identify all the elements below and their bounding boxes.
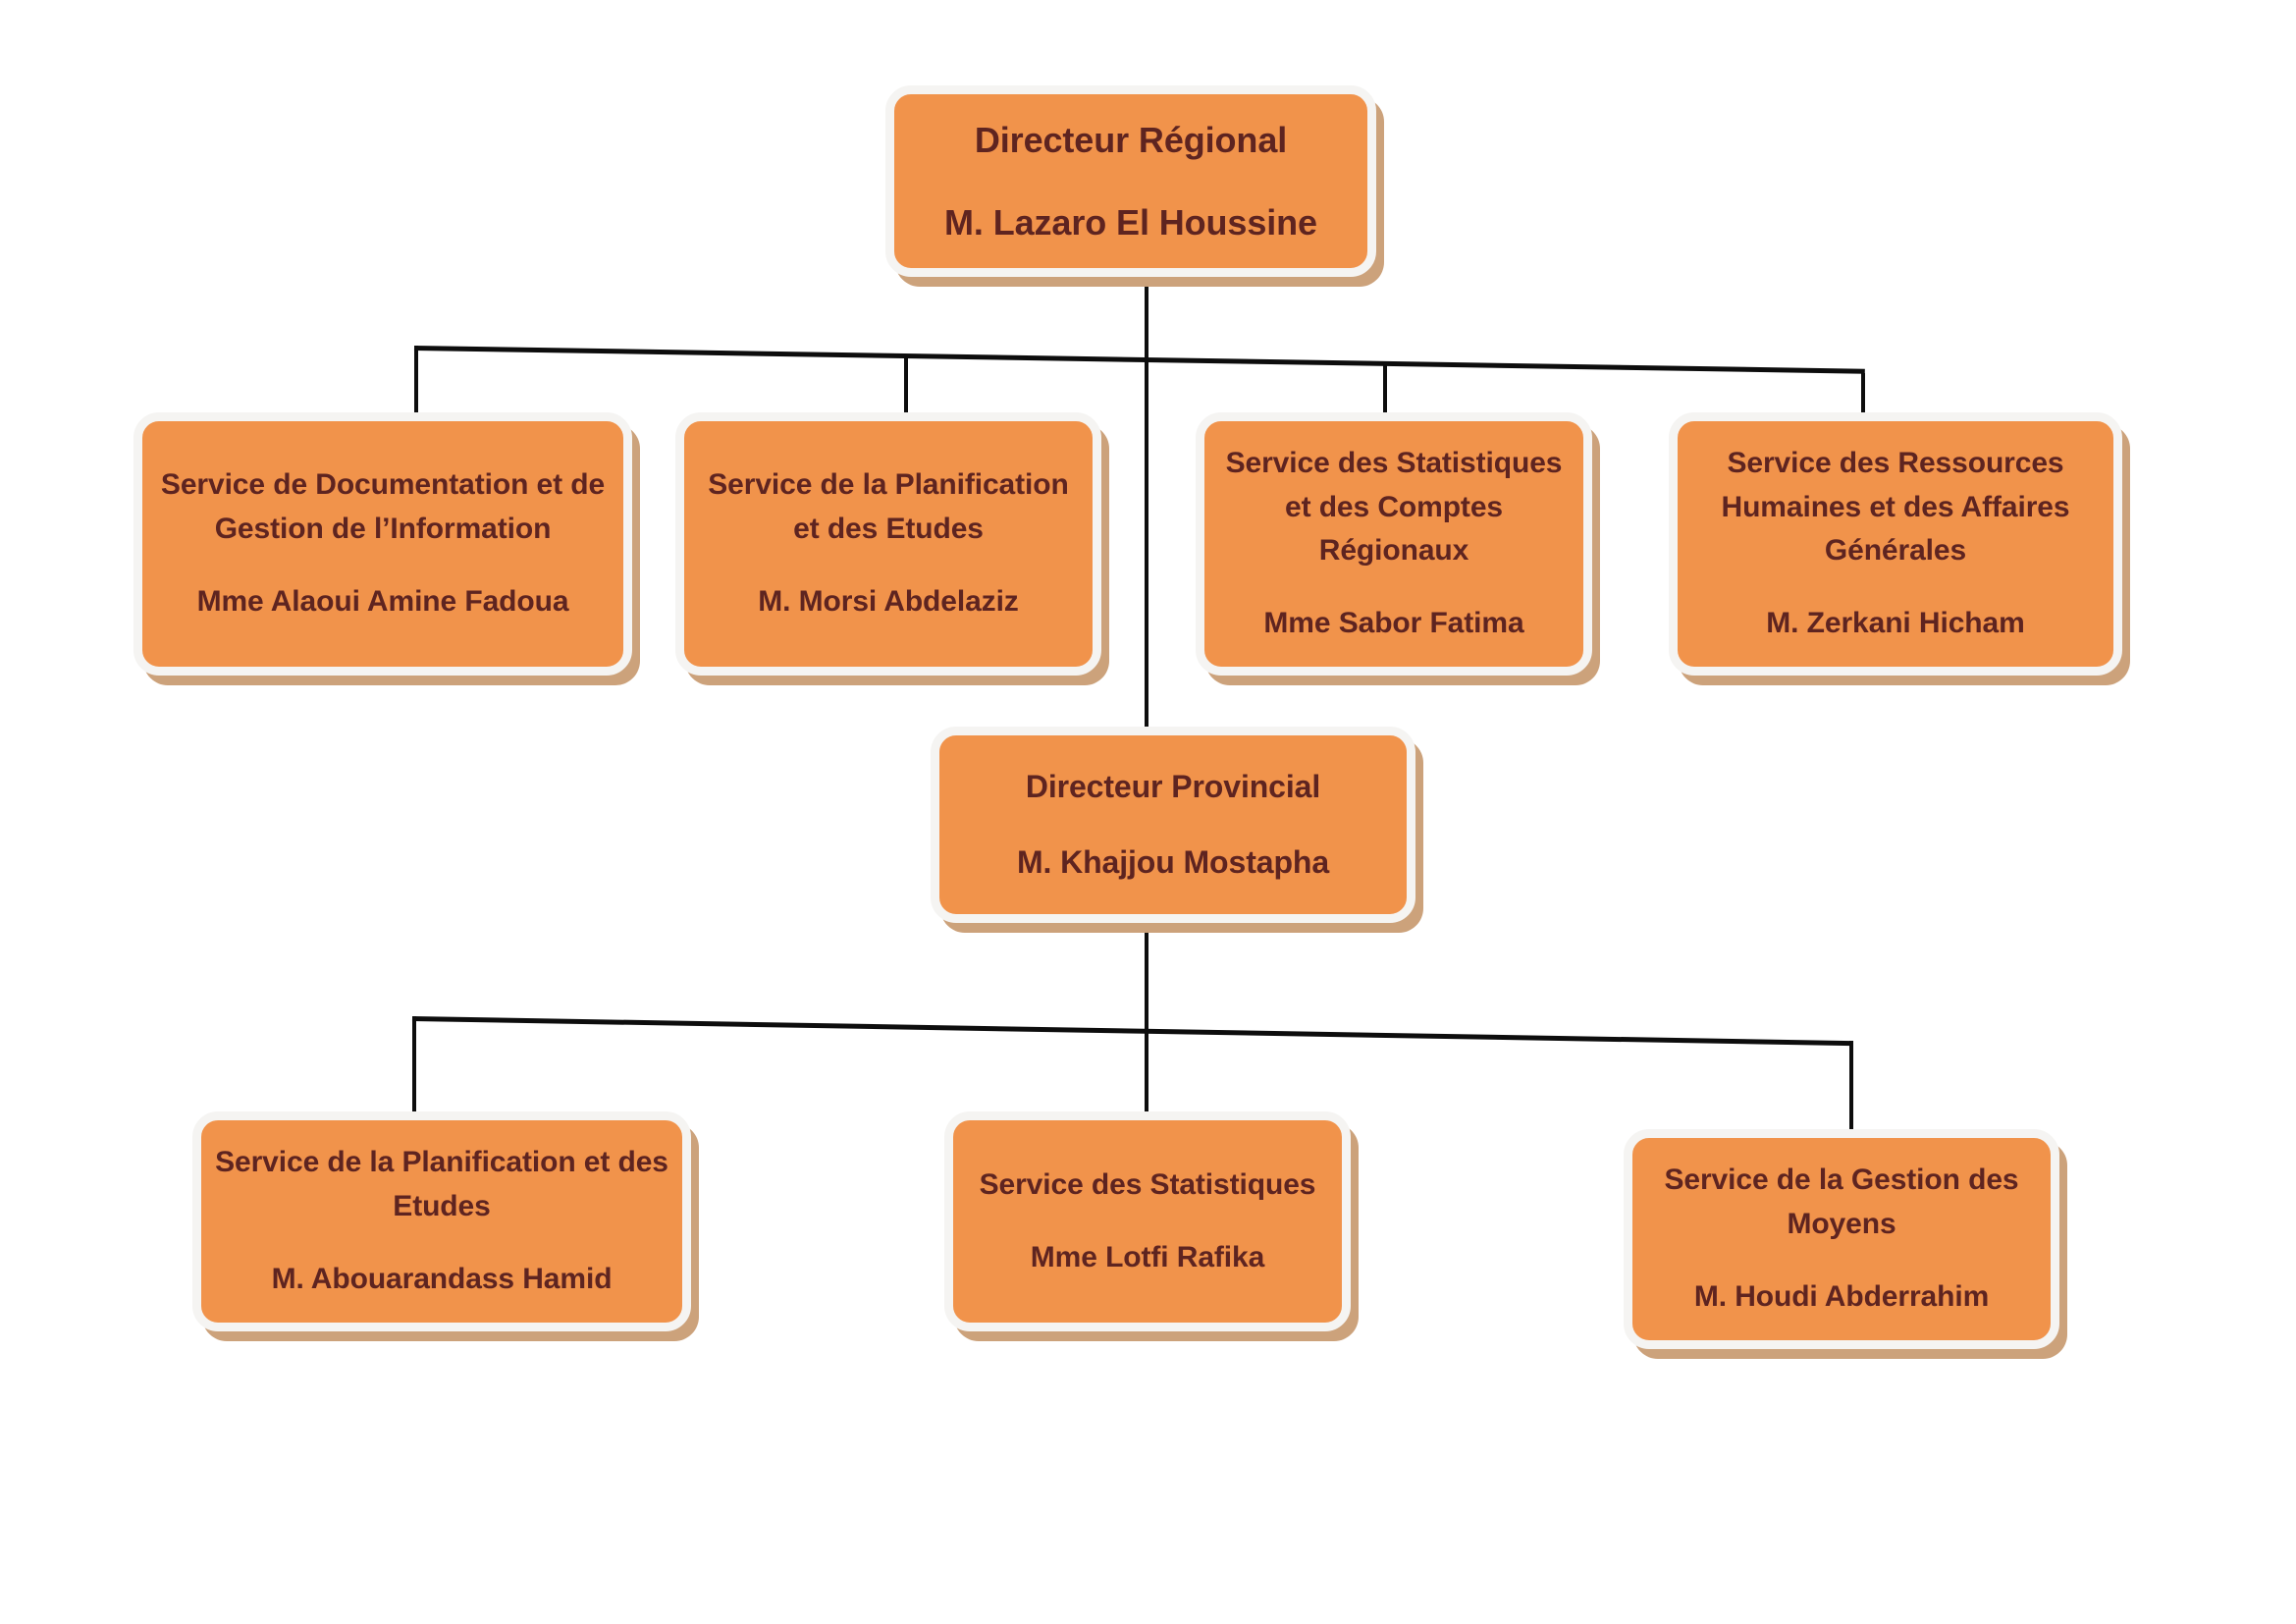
node-service-statistiques-comptes-regionaux[interactable]: Service des Statistiques et des Comptes … (1196, 412, 1592, 676)
connector-drop-pservice-3 (1849, 1041, 1853, 1193)
node-person: M. Khajjou Mostapha (1016, 844, 1330, 880)
connector-row2-bus (411, 1016, 1851, 1047)
node-title: Service de la Planification et des Etude… (708, 468, 1069, 545)
connector-drop-service-2 (904, 355, 908, 412)
node-person: M. Zerkani Hicham (1766, 607, 2025, 640)
node-title: Service des Ressources Humaines et des A… (1721, 447, 2070, 567)
node-person: M. Abouarandass Hamid (271, 1263, 613, 1296)
node-service-gestion-moyens[interactable]: Service de la Gestion des Moyens M. Houd… (1624, 1129, 2059, 1349)
node-directeur-regional[interactable]: Directeur Régional M. Lazaro El Houssine (885, 85, 1376, 277)
node-title: Service des Statistiques et des Comptes … (1225, 447, 1563, 567)
node-title: Directeur Provincial (1025, 768, 1321, 804)
connector-drop-service-4 (1861, 373, 1865, 414)
node-title: Service de la Gestion des Moyens (1664, 1164, 2019, 1240)
node-person: M. Houdi Abderrahim (1693, 1280, 1990, 1314)
connector-drop-pservice-2 (1145, 1029, 1148, 1186)
node-service-ressources-humaines-affaires-generales[interactable]: Service des Ressources Humaines et des A… (1669, 412, 2122, 676)
connector-drop-service-3 (1383, 365, 1387, 412)
node-person: Mme Alaoui Amine Fadoua (196, 585, 569, 619)
node-person: M. Morsi Abdelaziz (758, 585, 1019, 619)
connector-drop-pservice-1 (412, 1016, 416, 1144)
node-person: Mme Sabor Fatima (1263, 607, 1524, 640)
node-person: Mme Lotfi Rafika (1030, 1241, 1265, 1273)
node-title: Service de Documentation et de Gestion d… (160, 468, 606, 545)
node-directeur-provincial[interactable]: Directeur Provincial M. Khajjou Mostapha (931, 727, 1415, 923)
node-service-planification-etudes-provincial[interactable]: Service de la Planification et des Etude… (192, 1111, 691, 1331)
node-service-statistiques-provincial[interactable]: Service des Statistiques Mme Lotfi Rafik… (944, 1111, 1351, 1331)
node-service-planification-etudes-regional[interactable]: Service de la Planification et des Etude… (675, 412, 1101, 676)
connector-drop-service-1 (414, 346, 418, 412)
node-service-documentation-gestion-information[interactable]: Service de Documentation et de Gestion d… (133, 412, 632, 676)
connector-row1-bus (413, 346, 1865, 374)
node-title: Service des Statistiques (979, 1167, 1316, 1201)
connector-root-trunk (1145, 275, 1148, 727)
node-person: M. Lazaro El Houssine (944, 201, 1317, 243)
node-title: Service de la Planification et des Etude… (215, 1146, 668, 1222)
node-title: Directeur Régional (974, 120, 1288, 161)
